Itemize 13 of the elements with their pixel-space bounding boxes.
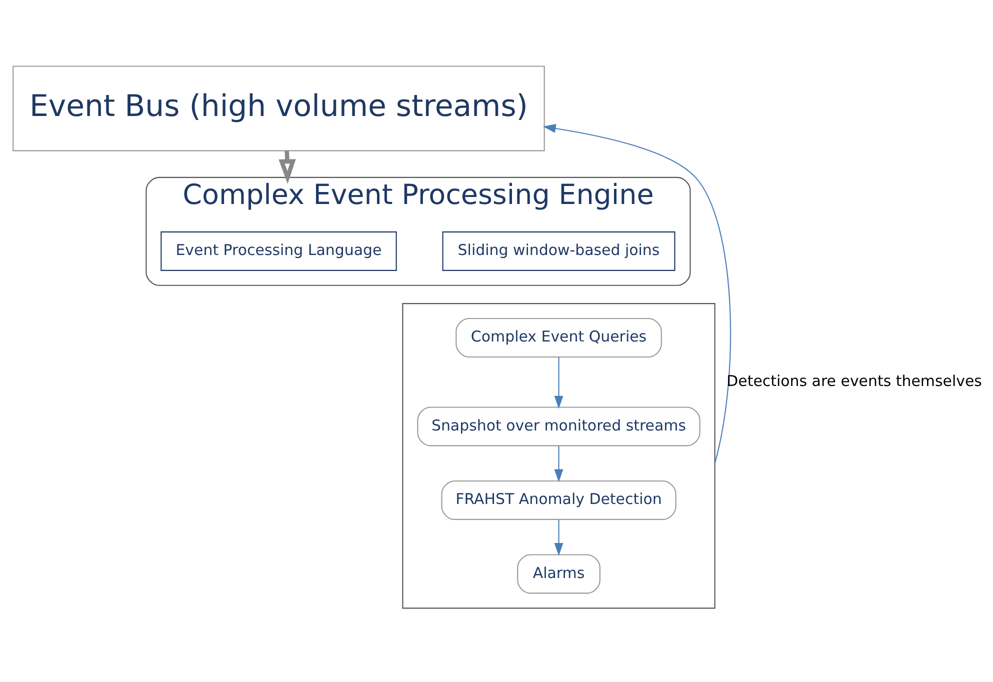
arrow (542, 123, 732, 464)
node-box: Complex Event Queries (456, 317, 662, 358)
node-box: FRAHST Anomaly Detection (441, 480, 676, 520)
node-box: Alarms (517, 554, 600, 594)
arrow (554, 356, 564, 408)
node-box: Event Bus (high volume streams) (12, 65, 545, 151)
node-box: Snapshot over monitored streams (417, 406, 700, 446)
node-box: Event Processing Language (160, 230, 397, 270)
node-box: Sliding window-based joins (442, 230, 676, 270)
cluster (402, 302, 716, 608)
arrow (278, 150, 296, 184)
arrow (554, 445, 564, 482)
arrow (554, 519, 564, 556)
